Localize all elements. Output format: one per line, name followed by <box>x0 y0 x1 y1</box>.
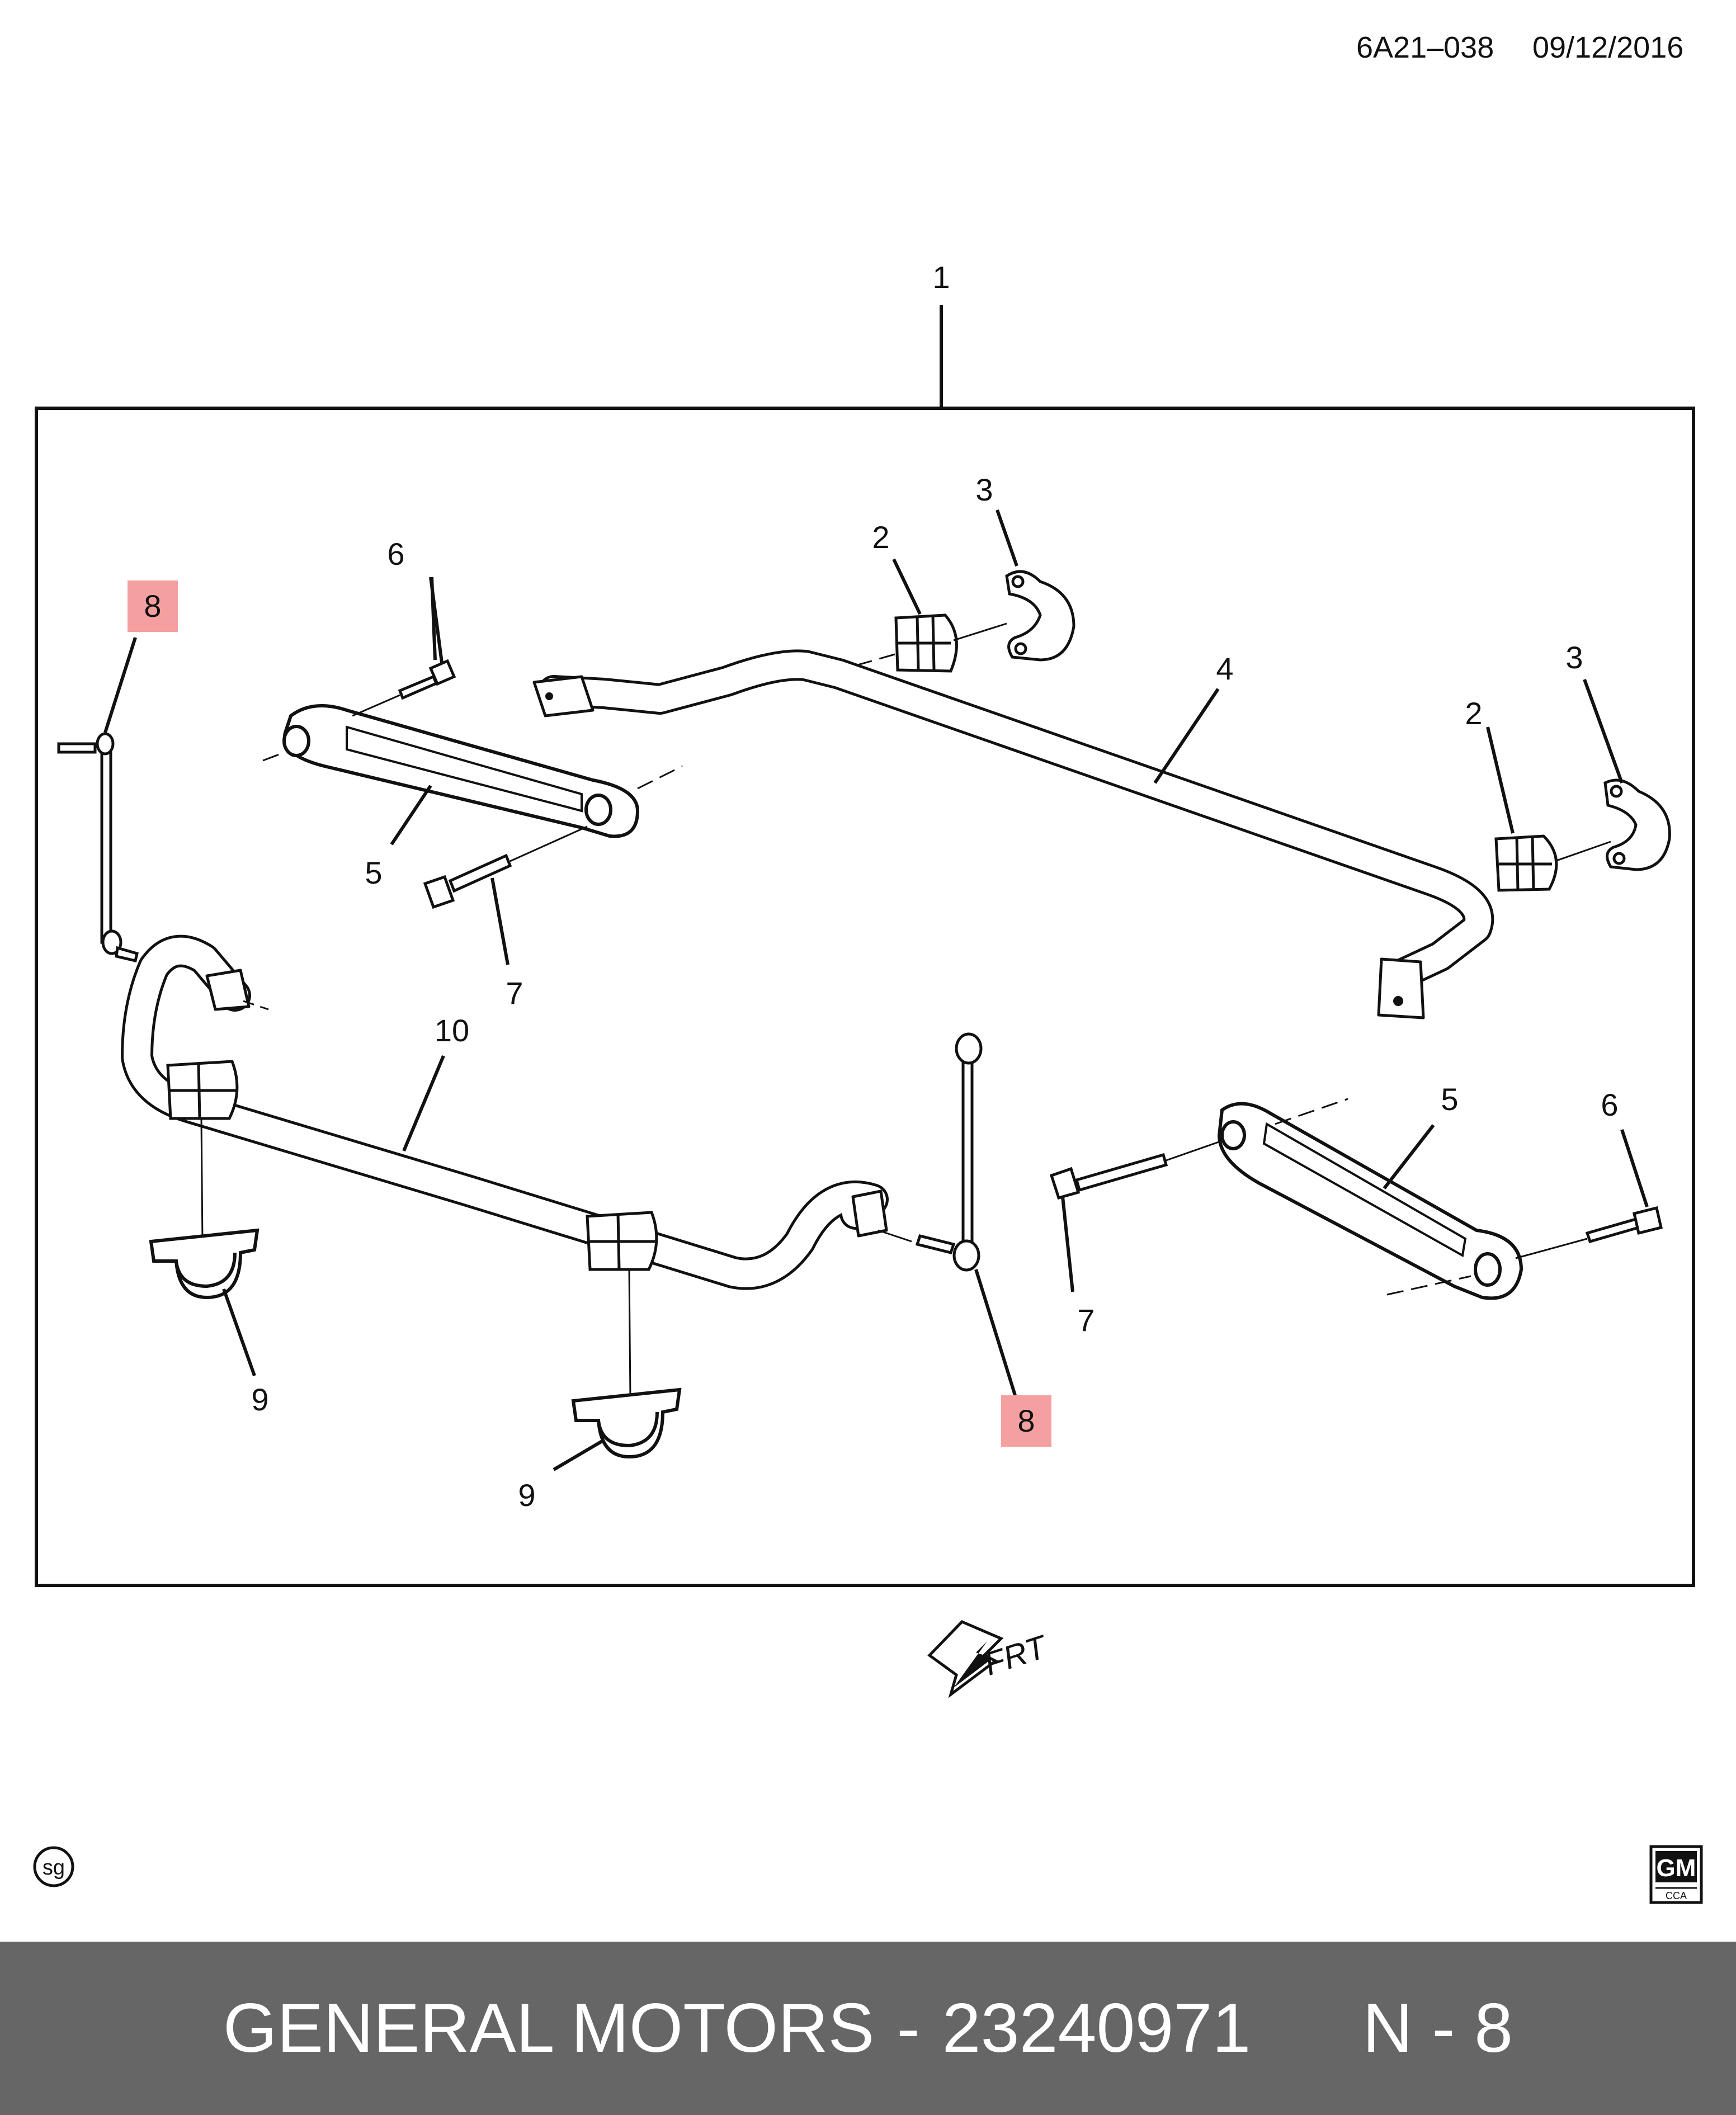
sg-mark-icon <box>33 1846 74 1887</box>
bolt-6-lower <box>1585 1206 1663 1244</box>
footer-separator: - <box>897 1990 920 2067</box>
bolt-6-upper <box>398 659 456 700</box>
footer-brand: GENERAL MOTORS <box>223 1990 875 2067</box>
callout-8-left: 8 <box>144 588 161 624</box>
sg-mark: sg <box>43 1856 65 1880</box>
callout-7-upper: 7 <box>506 975 523 1011</box>
footer-ref: N - 8 <box>1362 1990 1513 2067</box>
bolt-7-lower <box>1049 1153 1168 1200</box>
svg-text:GM: GM <box>1657 1854 1696 1882</box>
gm-logo: GM CCA <box>1649 1845 1703 1904</box>
bracket-3-right <box>1603 778 1671 871</box>
bolt-6-upper-axis <box>352 694 400 717</box>
callout-4: 4 <box>1216 651 1233 686</box>
footer-caption: GENERAL MOTORS - 23240971 N - 8 <box>0 1942 1736 2115</box>
bushing-lower-right <box>586 1211 658 1271</box>
bolt-7-upper-axis <box>510 825 588 862</box>
bushing-2-right-axis <box>1554 841 1611 862</box>
bracket-3-upper <box>1005 570 1075 662</box>
bushing-2-upper <box>894 613 958 673</box>
bushing-2-upper-axis <box>953 622 1007 641</box>
callout-3-upper: 3 <box>975 472 993 507</box>
link-5-upper <box>282 704 640 838</box>
stabilizer-bar-lower-end-right-axis <box>878 1229 912 1243</box>
bracket-9-left <box>149 1228 260 1300</box>
callout-8-right: 8 <box>1017 1403 1035 1438</box>
callout-7-lower: 7 <box>1077 1302 1095 1338</box>
callout-1: 1 <box>932 259 950 295</box>
stabilizer-link-8-left <box>57 732 139 963</box>
link-5-lower-top-axis <box>1275 1098 1348 1125</box>
bolt-7-upper <box>423 853 512 909</box>
callout-8-left-highlight <box>128 580 178 632</box>
diagram-id: 6A21–038 <box>1356 31 1494 64</box>
callout-5-upper: 5 <box>365 855 382 890</box>
stabilizer-bar-upper <box>532 649 1494 1019</box>
link-5-lower <box>1217 1102 1523 1300</box>
callout-9-left: 9 <box>251 1382 268 1417</box>
callout-8-right-highlight <box>1001 1395 1051 1447</box>
bushing-2-right <box>1494 834 1558 892</box>
parts-diagram: 6A21–038 09/12/2016 1 <box>33 31 1703 1904</box>
callout-5-lower: 5 <box>1441 1082 1458 1117</box>
bushing-2-upper-centerline <box>855 653 895 667</box>
link-5-upper-left-axis <box>262 751 286 762</box>
footer-part-number: 23240971 <box>942 1990 1251 2067</box>
stabilizer-link-8-right <box>915 1032 983 1272</box>
link-5-upper-right-axis <box>637 765 683 790</box>
callout-6-lower: 6 <box>1601 1087 1618 1122</box>
stabilizer-bar-lower <box>121 934 889 1290</box>
stabilizer-bar-lower-end-left-axis <box>243 1000 269 1011</box>
bushing-lower-left-axis <box>200 1118 204 1242</box>
callout-2-right: 2 <box>1465 696 1482 731</box>
callout-6-upper: 6 <box>387 536 404 572</box>
callout-3-right: 3 <box>1565 640 1583 675</box>
footer-bar: GENERAL MOTORS - 23240971 N - 8 <box>0 1942 1736 2115</box>
callout-2-upper: 2 <box>872 520 889 555</box>
bolt-6-lower-axis <box>1515 1238 1588 1259</box>
diagram-date: 09/12/2016 <box>1532 31 1683 64</box>
bushing-lower-right-axis <box>628 1269 631 1399</box>
bushing-lower-left <box>166 1060 239 1120</box>
callout-10: 10 <box>435 1013 469 1048</box>
front-arrow-icon <box>927 1620 1004 1698</box>
svg-text:CCA: CCA <box>1666 1890 1687 1901</box>
bolt-7-lower-axis <box>1166 1140 1223 1162</box>
bracket-9-right <box>571 1387 682 1459</box>
callout-9-right: 9 <box>518 1477 535 1513</box>
link-5-lower-bottom-axis <box>1386 1275 1471 1296</box>
callout-leaders <box>103 509 1649 1471</box>
assembly-frame <box>35 407 1695 1587</box>
